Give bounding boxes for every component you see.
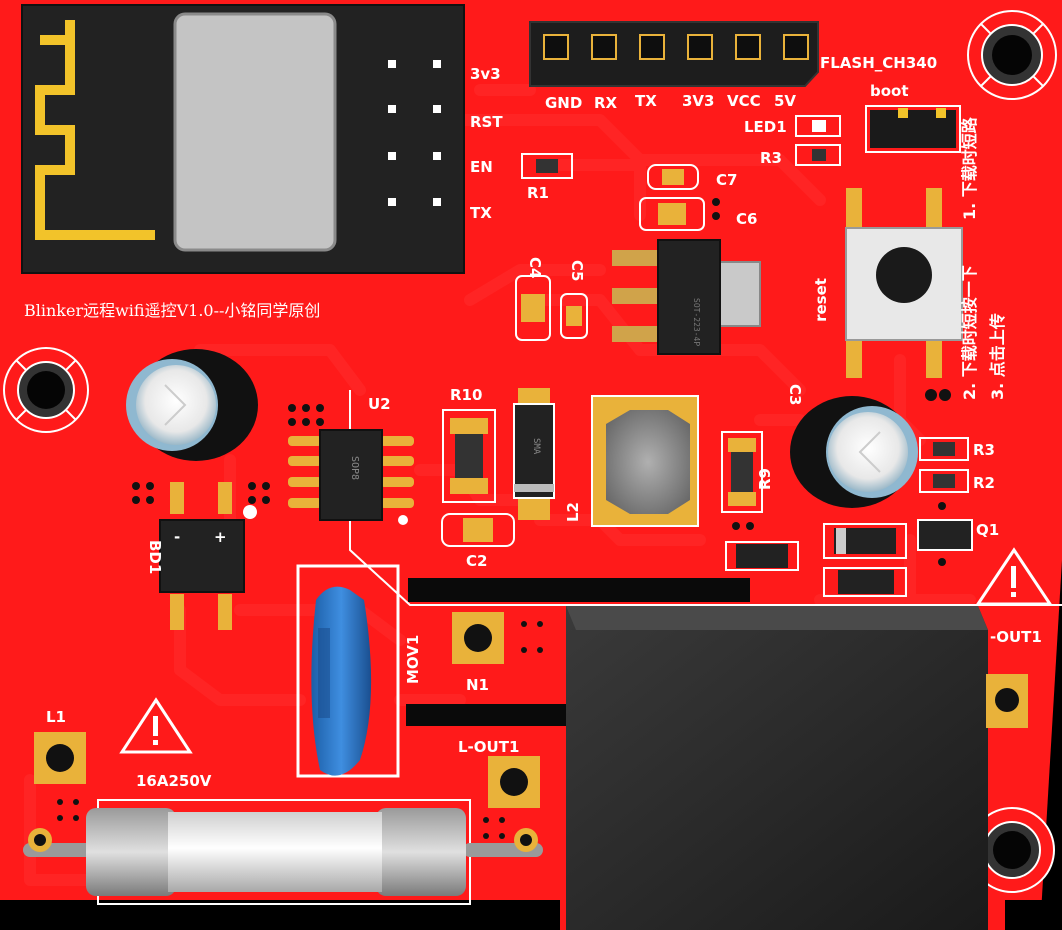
- bd1-plus: +: [214, 528, 227, 546]
- q1-transistor: [917, 502, 973, 566]
- esp-module: [21, 4, 465, 274]
- c4-label: C4: [526, 257, 544, 278]
- header-pin-vcc: VCC: [727, 92, 761, 110]
- warning-icon: [975, 547, 1053, 606]
- flash-header: [529, 21, 819, 87]
- c7-label: C7: [716, 171, 737, 189]
- header-pin-3v3: 3V3: [682, 92, 714, 110]
- esp-pin-label-3v3: 3v3: [470, 65, 501, 83]
- header-name: FLASH_CH340: [820, 54, 937, 72]
- l2-label: L2: [564, 502, 582, 522]
- r2-label: R2: [973, 474, 995, 492]
- c4-capacitor: [515, 275, 551, 341]
- note-1: 1. 下载时短路: [960, 116, 979, 220]
- sma-diode: SMA: [513, 388, 555, 520]
- c2-capacitor: [441, 513, 515, 547]
- c2-label: C2: [466, 552, 487, 570]
- note-3: 3. 点击上传: [988, 313, 1007, 400]
- electrolytic-capacitor-c3: [790, 396, 918, 508]
- out1-label: -OUT1: [990, 628, 1042, 646]
- fuse-rating: 16A250V: [136, 772, 212, 790]
- r3-label: R3: [973, 441, 995, 459]
- esp-pin-label-en: EN: [470, 158, 493, 176]
- r9-resistor: [721, 431, 763, 530]
- isolation-slot: [408, 578, 750, 602]
- led1-resistor: [795, 115, 841, 166]
- c3-label: C3: [786, 384, 804, 405]
- r10-resistor: [442, 409, 496, 503]
- relay: [566, 606, 988, 930]
- bd1-minus: -: [174, 528, 180, 546]
- r1-resistor: [521, 153, 573, 179]
- rf-shield: [173, 12, 337, 252]
- bd1-bridge: [132, 482, 270, 630]
- l1-pad: [34, 732, 86, 784]
- lout1-label: L-OUT1: [458, 738, 519, 756]
- smd-diodes: [725, 523, 907, 597]
- header-pin-tx: TX: [635, 92, 657, 110]
- board-title: Blinker远程wifi遥控V1.0--小铭同学原创: [24, 301, 320, 320]
- bd1-label: BD1: [146, 540, 164, 574]
- l2-inductor: [591, 395, 699, 527]
- isolation-slot: [406, 704, 566, 726]
- warning-icon: [119, 697, 193, 754]
- n1-label: N1: [466, 676, 489, 694]
- header-pin-gnd: GND: [545, 94, 582, 112]
- esp-pin-label-rst: RST: [470, 113, 503, 131]
- mov1-label: MOV1: [404, 635, 422, 684]
- c6-capacitor: [639, 197, 720, 231]
- c7-capacitor: [647, 164, 699, 190]
- reset-button: [845, 188, 963, 401]
- antenna-trace: [35, 35, 155, 240]
- r3-top-label: R3: [760, 149, 782, 167]
- q1-label: Q1: [976, 521, 999, 539]
- l1-label: L1: [46, 708, 66, 726]
- u2-chip: SOP8: [288, 404, 414, 525]
- note-2: 2. 下载时短按一下: [960, 265, 979, 400]
- lout1-pad: [488, 756, 540, 808]
- fuse: [23, 799, 543, 905]
- u2-label: U2: [368, 395, 391, 413]
- ldo-regulator: SOT-223-4P: [612, 239, 761, 355]
- mounting-holes: [3, 10, 1057, 893]
- header-pin-rx: RX: [594, 94, 618, 112]
- out1-pad: [986, 674, 1028, 728]
- n1-pad: [452, 612, 543, 664]
- reset-label: reset: [812, 278, 830, 322]
- ldo-marking: SOT-223-4P: [692, 298, 701, 346]
- c5-capacitor: [560, 293, 588, 339]
- led1-label: LED1: [744, 118, 787, 136]
- esp-pin-label-tx: TX: [470, 204, 492, 222]
- boot-label: boot: [870, 82, 909, 100]
- mov1-varistor: [296, 564, 400, 778]
- c5-label: C5: [568, 260, 586, 281]
- r1-label: R1: [527, 184, 549, 202]
- u2-marking: SOP8: [349, 456, 360, 480]
- electrolytic-capacitor-left: [126, 349, 258, 461]
- boot-jumper: [865, 105, 961, 153]
- r3-r2-resistors: [919, 437, 969, 493]
- diode-marking: SMA: [531, 438, 541, 455]
- header-pin-5v: 5V: [774, 92, 796, 110]
- c6-label: C6: [736, 210, 757, 228]
- r9-label: R9: [756, 468, 774, 490]
- r10-label: R10: [450, 386, 482, 404]
